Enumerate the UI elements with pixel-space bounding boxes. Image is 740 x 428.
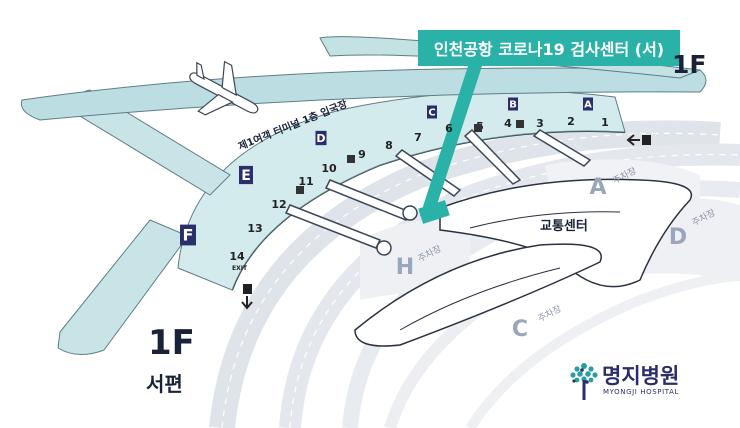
svg-text:E: E [241,168,251,184]
svg-text:A: A [584,100,592,111]
floor-label-top: 1F [672,50,707,79]
svg-text:H: H [396,255,414,280]
side-label: 서편 [146,372,183,396]
transport-center-label: 교통센터 [540,218,588,234]
wing-marker-a: A [583,97,593,111]
hospital-subtitle: MYONGJI HOSPITAL [603,388,679,396]
wing-marker-c: C [427,105,437,119]
wing-marker-b: B [508,97,518,111]
svg-text:D: D [316,132,325,145]
svg-text:A: A [589,175,606,200]
gate-12: 12 [271,198,286,211]
test-center-callout: 인천공항 코로나19 검사센터 (서) [418,30,680,66]
svg-text:D: D [669,225,687,250]
terminal-building [20,36,707,355]
svg-text:B: B [509,100,517,111]
hospital-name: 명지병원 [602,364,680,388]
svg-text:F: F [183,226,194,245]
wing-marker-f: F [180,224,196,246]
gate-9: 9 [358,148,366,161]
callout-pointer [420,66,482,220]
wing-marker-d: D [315,130,327,146]
gate-1: 1 [601,116,609,129]
svg-text:C: C [428,108,435,119]
gate-numbers: 1234567891011121314 [229,115,608,263]
hospital-logo: 명지병원 MYONGJI HOSPITAL [568,358,728,406]
piers [284,128,592,256]
gate-14: 14 [229,250,245,263]
exit-label: EXIT [232,265,248,272]
arrow-down-icon [241,284,253,310]
wing-markers: A B C D E F [180,97,593,246]
transport-center [354,178,693,347]
floor-label-bottom: 1F [148,323,195,363]
parking-c: C 주차장 [512,302,563,342]
gate-3: 3 [536,117,544,130]
bus-stop-icon [296,120,524,194]
gate-10: 10 [321,162,337,175]
tree-logo-icon [570,363,598,400]
arrow-right-icon [626,134,651,146]
airplane-icon [189,60,259,116]
svg-text:C: C [512,317,528,342]
gate-2: 2 [567,115,575,128]
test-center-marker [418,200,450,224]
gate-6: 6 [445,122,453,135]
gate-11: 11 [298,175,313,188]
gate-13: 13 [247,222,262,235]
gate-8: 8 [385,139,393,152]
gate-4: 4 [504,117,512,130]
wing-marker-e: E [239,165,253,185]
svg-text:주차장: 주차장 [536,302,564,324]
gate-7: 7 [414,131,422,144]
